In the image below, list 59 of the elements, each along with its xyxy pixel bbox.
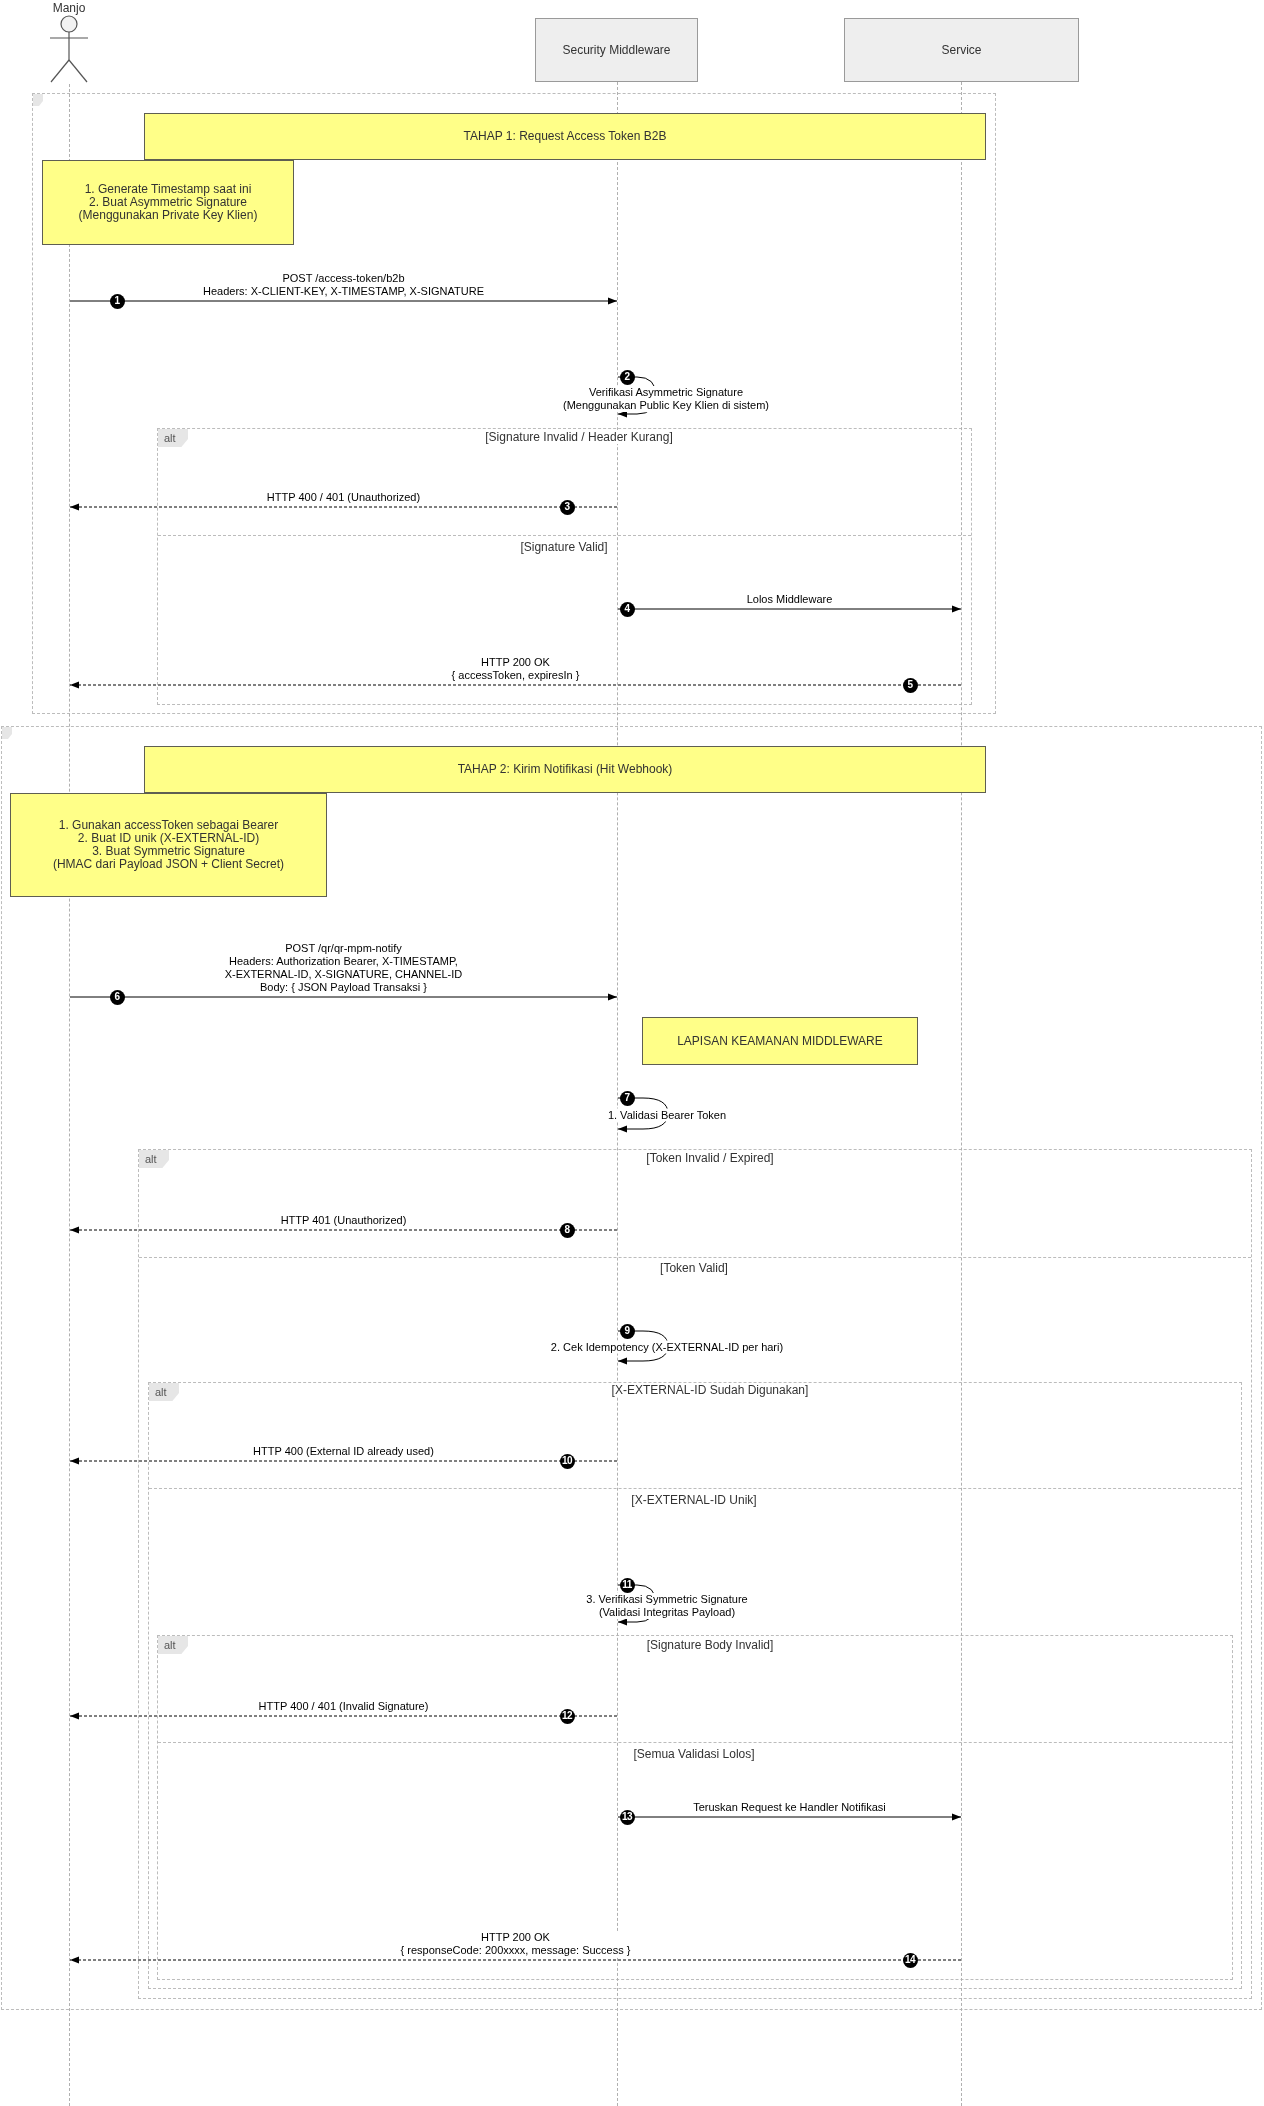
message-label: Verifikasi Asymmetric Signature (Menggunakan Public Key Klien di sistem) (561, 386, 771, 412)
participant-box: Security Middleware (535, 18, 698, 82)
operator-tag: alt (158, 1636, 188, 1654)
step-number: 4 (619, 601, 635, 617)
step-number: 2 (619, 369, 635, 385)
message-arrow (69, 297, 618, 305)
actor-name: Manjo (52, 1, 86, 15)
message-label: HTTP 400 (External ID already used) (251, 1445, 436, 1458)
operator-tag: alt (149, 1383, 179, 1401)
step-number: 13 (619, 1809, 635, 1825)
message-label: HTTP 400 / 401 (Unauthorized) (264, 491, 423, 504)
participant-box: Service (844, 18, 1079, 82)
message-label: HTTP 200 OK { responseCode: 200xxxx, message: Success } (398, 1931, 633, 1957)
step-number: 7 (619, 1090, 635, 1106)
message-label: 1. Validasi Bearer Token (605, 1108, 729, 1122)
guard-condition: [Signature Valid] (518, 540, 610, 554)
guard-condition: [Token Invalid / Expired] (644, 1151, 776, 1165)
guard-condition: [Semua Validasi Lolos] (631, 1747, 757, 1761)
reply-arrow (69, 1457, 618, 1465)
reply-arrow (69, 681, 962, 689)
message-label: Teruskan Request ke Handler Notifikasi (691, 1801, 888, 1814)
guard-condition: [Signature Body Invalid] (644, 1638, 776, 1652)
step-number: 8 (559, 1222, 575, 1238)
note: TAHAP 2: Kirim Notifikasi (Hit Webhook) (144, 746, 986, 793)
reply-arrow (69, 1956, 962, 1964)
operator-tag: alt (139, 1150, 169, 1168)
note: TAHAP 1: Request Access Token B2B (144, 113, 986, 160)
message-arrow (69, 993, 618, 1001)
self-message-arrow (617, 1097, 669, 1133)
operator-tag: alt (158, 429, 188, 447)
message-label: 2. Cek Idempotency (X-EXTERNAL-ID per hari) (548, 1340, 786, 1354)
message-label: POST /access-token/b2b Headers: X-CLIENT-KEY, X-TIMESTAMP, X-SIGNATURE (201, 272, 486, 298)
reply-arrow (69, 1226, 618, 1234)
step-number: 6 (109, 989, 125, 1005)
message-label: POST /qr/qr-mpm-notify Headers: Authorization Bearer, X-TIMESTAMP, X-EXTERNAL-ID, X-SIGNATURE, CHANNEL-ID Body: { JSON Payload Transaksi } (222, 942, 465, 994)
step-number: 12 (559, 1708, 575, 1724)
note: LAPISAN KEAMANAN MIDDLEWARE (642, 1017, 918, 1065)
note: 1. Gunakan accessToken sebagai Bearer 2. Buat ID unik (X-EXTERNAL-ID) 3. Buat Symmetric Signature (HMAC dari Payload JSON + Client Secret) (10, 793, 327, 897)
message-label: HTTP 400 / 401 (Invalid Signature) (256, 1700, 431, 1713)
guard-condition: [Signature Invalid / Header Kurang] (483, 430, 675, 444)
step-number: 9 (619, 1323, 635, 1339)
step-number: 3 (559, 499, 575, 515)
message-label: 3. Verifikasi Symmetric Signature (Validasi Integritas Payload) (584, 1593, 750, 1619)
reply-arrow (69, 1712, 618, 1720)
step-number: 14 (902, 1952, 918, 1968)
message-label: HTTP 401 (Unauthorized) (278, 1214, 409, 1227)
note: 1. Generate Timestamp saat ini 2. Buat Asymmetric Signature (Menggunakan Private Key Klien) (42, 160, 294, 245)
guard-condition: [X-EXTERNAL-ID Unik] (629, 1493, 759, 1507)
reply-arrow (69, 503, 618, 511)
guard-condition: [Token Valid] (658, 1261, 730, 1275)
message-arrow (617, 1813, 962, 1821)
step-number: 10 (559, 1453, 575, 1469)
step-number: 1 (109, 293, 125, 309)
message-label: HTTP 200 OK { accessToken, expiresIn } (449, 656, 582, 682)
step-number: 11 (619, 1577, 635, 1593)
message-label: Lolos Middleware (744, 593, 835, 606)
guard-condition: [X-EXTERNAL-ID Sudah Digunakan] (609, 1383, 811, 1397)
message-arrow (617, 605, 962, 613)
step-number: 5 (902, 677, 918, 693)
